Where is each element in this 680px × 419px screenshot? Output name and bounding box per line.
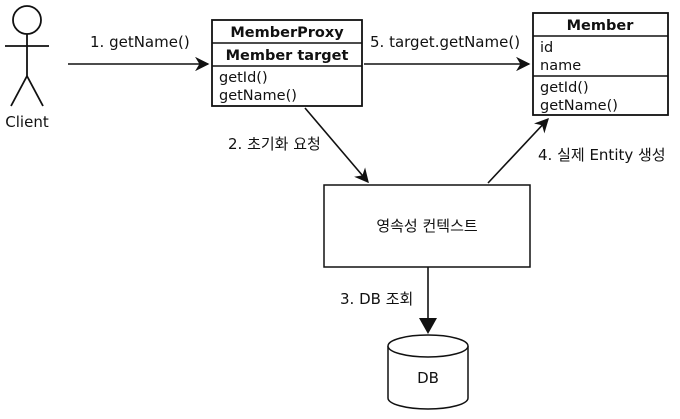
arrow-step-3-head [419,318,437,334]
member-proxy-title: MemberProxy [230,25,344,41]
database-cylinder-icon [387,334,469,410]
member-title: Member [567,18,635,34]
member-proxy-class: MemberProxy Member target getId() getNam… [211,19,363,107]
arrow-step-4-label: 4. 실제 Entity 생성 [538,146,666,164]
persistence-context-box: 영속성 컨텍스트 [323,184,531,268]
member-method: getId() [540,80,589,96]
member-field: id [540,40,553,56]
client-actor [5,5,49,107]
member-field: name [540,58,581,74]
arrow-step-2-label: 2. 초기화 요청 [228,135,321,153]
arrow-step-2 [304,107,369,184]
member-class: Member id name getId() getName() [532,12,669,116]
arrow-step-4 [487,117,549,184]
client-head-icon [12,5,42,35]
member-proxy-method: getId() [219,70,268,86]
member-proxy-method: getName() [219,88,297,104]
arrow-step-1-label: 1. getName() [90,33,190,51]
persistence-context-label: 영속성 컨텍스트 [376,217,478,235]
arrow-step-3-label: 3. DB 조회 [340,290,413,308]
client-label: Client [5,113,49,131]
database-label: DB [417,369,439,387]
arrow-step-5-label: 5. target.getName() [370,33,520,51]
member-proxy-field: Member target [226,48,349,64]
member-method: getName() [540,98,618,114]
